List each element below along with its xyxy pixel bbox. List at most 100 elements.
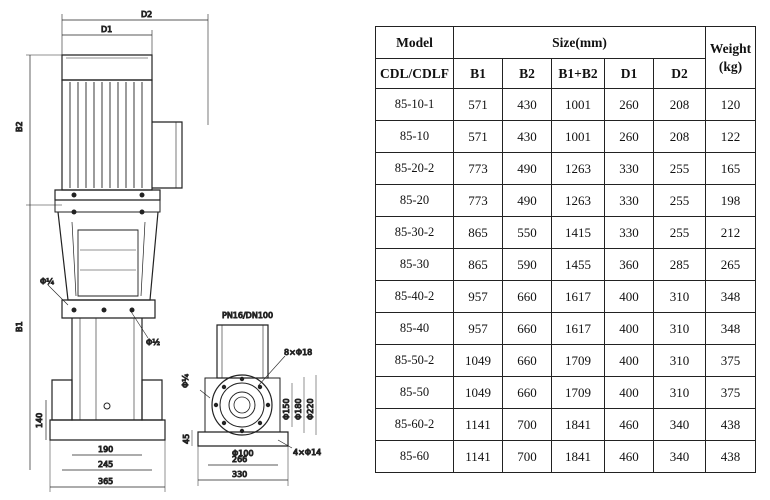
cell-d1: 460 — [604, 440, 654, 473]
cell-model: 85-10-1 — [375, 88, 454, 121]
cell-b1b2: 1841 — [551, 408, 605, 441]
header-b1: B1 — [453, 58, 503, 89]
cell-model: 85-20 — [375, 184, 454, 217]
cell-d2: 208 — [652, 88, 707, 121]
cell-weight: 348 — [705, 312, 757, 345]
cell-b1: 773 — [453, 184, 503, 217]
cell-d1: 400 — [604, 344, 654, 377]
holes-label-4: 4×Φ14 — [293, 448, 321, 457]
cell-d2: 255 — [652, 152, 707, 185]
cell-d1: 330 — [604, 216, 654, 249]
pump-side-view: PN16/DN100 8×Φ18 Φ150 Φ180 Φ220 — [181, 311, 322, 486]
cell-weight: 198 — [705, 184, 757, 217]
cell-b1: 571 — [453, 120, 503, 153]
cell-b2: 490 — [502, 184, 552, 217]
cell-d2: 285 — [652, 248, 707, 281]
cell-b2: 550 — [502, 216, 552, 249]
cell-d2: 310 — [652, 376, 707, 409]
cell-weight: 120 — [705, 88, 757, 121]
cell-b1b2: 1415 — [551, 216, 605, 249]
dim-label-330: 330 — [232, 470, 247, 479]
cell-model: 85-10 — [375, 120, 454, 153]
cell-b2: 660 — [502, 280, 552, 313]
cell-b1: 865 — [453, 248, 503, 281]
port-label-left: Φ¼ — [40, 277, 54, 286]
header-size: Size(mm) — [452, 26, 707, 59]
cell-model: 85-60-2 — [375, 408, 454, 441]
cell-model: 85-30 — [375, 248, 454, 281]
dim-label-100: Φ100 — [232, 449, 254, 458]
dim-label-220: Φ220 — [306, 398, 315, 420]
pump-size-table: Model Size(mm) Weight (kg) CDL/CDLF B1 B… — [375, 26, 757, 473]
cell-d1: 400 — [604, 312, 654, 345]
table-subheader-row: CDL/CDLF B1 B2 B1+B2 D1 D2 — [375, 58, 756, 89]
header-b2: B2 — [502, 58, 552, 89]
cell-model: 85-60 — [375, 440, 454, 473]
cell-d1: 460 — [604, 408, 654, 441]
flange-spec-label: PN16/DN100 — [222, 311, 273, 320]
cell-d1: 400 — [604, 376, 654, 409]
cell-d1: 330 — [604, 152, 654, 185]
dim-label-365: 365 — [98, 477, 113, 486]
cell-b1b2: 1709 — [551, 344, 605, 377]
cell-b1b2: 1263 — [551, 152, 605, 185]
dim-label-45: 45 — [182, 434, 191, 444]
dim-label-245: 245 — [98, 460, 113, 469]
cell-d2: 340 — [652, 440, 707, 473]
port-label-mid: Φ½ — [146, 338, 160, 347]
cell-b2: 430 — [502, 88, 552, 121]
cell-b1: 1141 — [453, 408, 503, 441]
pump-front-view: D2 D1 — [15, 10, 209, 492]
cell-d2: 310 — [652, 344, 707, 377]
cell-model: 85-40-2 — [375, 280, 454, 313]
cell-b1b2: 1709 — [551, 376, 605, 409]
cell-model: 85-30-2 — [375, 216, 454, 249]
cell-weight: 348 — [705, 280, 757, 313]
dim-label-b2: B2 — [15, 121, 24, 132]
cell-weight: 122 — [705, 120, 757, 153]
header-model: Model — [375, 26, 454, 59]
table-header-row: Model Size(mm) Weight (kg) — [375, 26, 757, 89]
cell-b1b2: 1455 — [551, 248, 605, 281]
cell-b1b2: 1001 — [551, 120, 605, 153]
cell-weight: 375 — [705, 344, 757, 377]
cell-d2: 255 — [652, 184, 707, 217]
cell-b1: 957 — [453, 280, 503, 313]
cell-b1b2: 1263 — [551, 184, 605, 217]
cell-weight: 212 — [705, 216, 757, 249]
cell-b2: 660 — [502, 344, 552, 377]
cell-d2: 310 — [652, 312, 707, 345]
dim-label-b1: B1 — [15, 321, 24, 332]
header-d2: D2 — [652, 58, 707, 89]
cell-d1: 330 — [604, 184, 654, 217]
dim-label-180: Φ180 — [294, 398, 303, 420]
cell-weight: 438 — [705, 408, 757, 441]
cell-b1: 1141 — [453, 440, 503, 473]
cell-b2: 430 — [502, 120, 552, 153]
cell-d1: 260 — [604, 88, 654, 121]
port-label-side: Φ¼ — [181, 374, 190, 388]
cell-b2: 490 — [502, 152, 552, 185]
cell-d1: 400 — [604, 280, 654, 313]
cell-model: 85-50 — [375, 376, 454, 409]
dim-label-190: 190 — [98, 445, 113, 454]
cell-b1b2: 1001 — [551, 88, 605, 121]
cell-b1: 571 — [453, 88, 503, 121]
cell-weight: 438 — [705, 440, 757, 473]
holes-label-8: 8×Φ18 — [284, 348, 312, 357]
cell-b1: 773 — [453, 152, 503, 185]
cell-weight: 165 — [705, 152, 757, 185]
cell-b2: 700 — [502, 440, 552, 473]
cell-d2: 255 — [652, 216, 707, 249]
cell-b2: 660 — [502, 376, 552, 409]
dim-label-140: 140 — [35, 413, 44, 428]
